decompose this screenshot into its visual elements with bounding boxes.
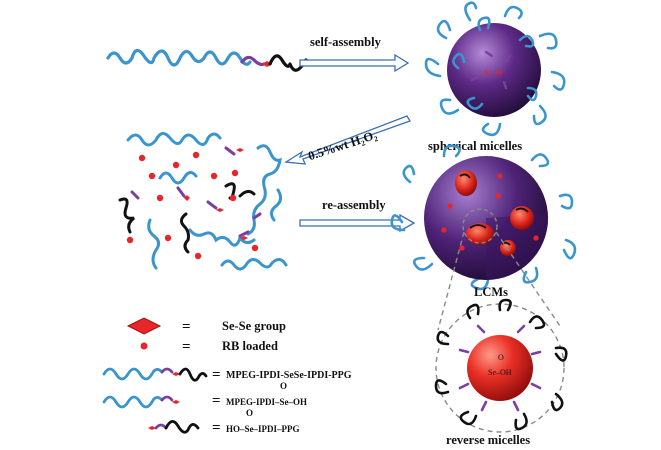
micelle-sphere [447, 23, 541, 117]
label-lcms: LCMs [474, 285, 508, 299]
reverse-core-formula: Se–OH [488, 368, 512, 377]
label-h2o2: 0.5%wt H₂O₂ [306, 128, 378, 163]
legend-sese-diamond [126, 317, 162, 335]
zoom-circle-small [462, 208, 498, 244]
label-reverse-micelles: reverse micelles [446, 433, 530, 447]
legend-label-chain: MPEG-IPDI-SeSe-IPDI-PPG [226, 370, 352, 381]
legend-equals-1: = [182, 319, 191, 335]
lcm-cutaway [486, 214, 549, 281]
blue-chain-segment [106, 48, 252, 67]
legend-mpeg-fragment [102, 395, 180, 409]
polymer-chain-top [106, 48, 308, 72]
label-re-assembly: re-assembly [322, 198, 386, 212]
label-spherical-micelles: spherical micelles [428, 139, 522, 153]
legend-ppg-fragment [148, 420, 200, 434]
lcm-micelle [390, 144, 577, 291]
legend-formula2: HO–Se–IPDI–PPG [226, 424, 300, 434]
arrow-self-assembly [299, 53, 410, 73]
legend-equals-2: = [182, 339, 191, 355]
legend-label-sese: Se-Se group [222, 319, 286, 333]
legend-full-chain [102, 367, 208, 382]
legend-equals-4: = [212, 393, 221, 409]
legend-formula1-oxygen: O [280, 381, 287, 391]
rb-dots-free [126, 151, 259, 260]
reverse-core-oxygen: O [498, 353, 504, 362]
legend-formula1: MPEG-IPDI–Se–OH [226, 397, 307, 407]
reverse-core-sphere [467, 335, 533, 401]
purple-chain-segment [240, 55, 266, 67]
arrow-h2o2 [284, 115, 411, 165]
zoom-connectors [437, 231, 561, 331]
legend-formula2-oxygen: O [246, 408, 253, 418]
disassembled-chains [118, 132, 288, 271]
legend-equals-3: = [212, 367, 221, 383]
legend-rb-dot [140, 342, 148, 350]
legend: = Se-Se group = RB loaded = MPEG-IPDI-Se… [102, 317, 352, 436]
micelle-core-label: Se-Se [484, 68, 503, 77]
label-self-assembly: self-assembly [310, 35, 382, 49]
legend-equals-5: = [212, 420, 221, 436]
spherical-micelle: Se-Se [424, 1, 566, 137]
reverse-micelle: O Se–OH [434, 298, 568, 433]
legend-label-rb: RB loaded [222, 339, 278, 353]
